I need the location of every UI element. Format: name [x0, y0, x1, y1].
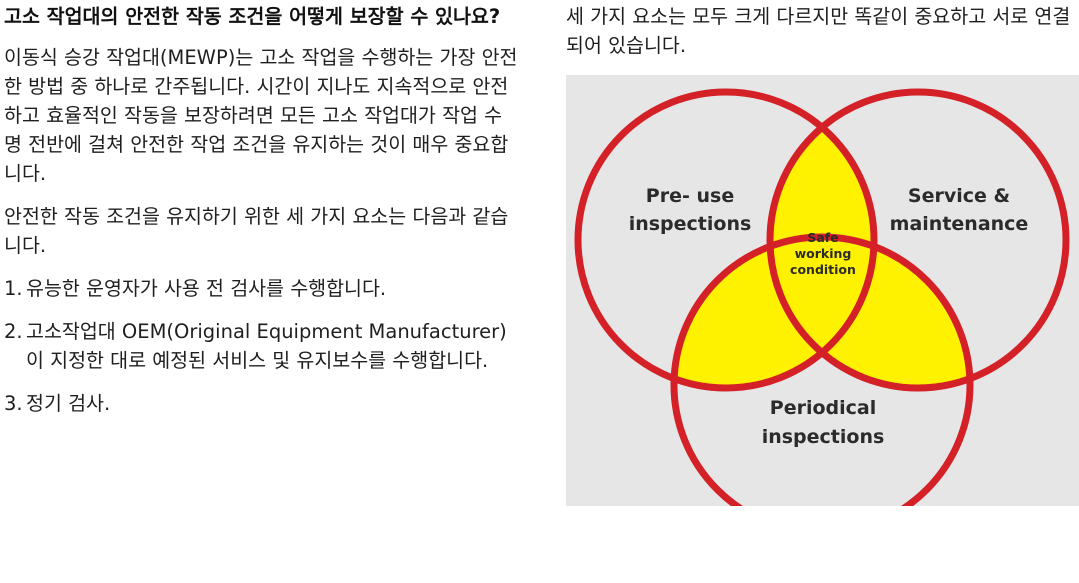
label-periodical-line1: Periodical — [770, 397, 876, 419]
list-item-number: 2. — [4, 320, 23, 343]
ring-periodical — [670, 233, 974, 506]
venn-diagram: Pre- use inspections Service & maintenan… — [566, 75, 1079, 506]
list-item-number: 3. — [4, 392, 23, 415]
label-periodical-line2: inspections — [762, 426, 885, 448]
label-center-line1: Safe — [807, 230, 838, 245]
ring-pre-use — [574, 88, 878, 392]
section-heading: 고소 작업대의 안전한 작동 조건을 어떻게 보장할 수 있나요? — [4, 5, 501, 28]
list-item-text: 정기 검사. — [26, 392, 111, 415]
label-service-line1: Service & — [908, 185, 1010, 207]
ring-service — [766, 88, 1070, 392]
list-item-text: 고소작업대 OEM(Original Equipment Manufacture… — [26, 320, 507, 372]
list-item: 3. 정기 검사. — [4, 389, 519, 418]
list-item: 1. 유능한 운영자가 사용 전 검사를 수행합니다. — [4, 274, 519, 303]
elements-paragraph: 안전한 작동 조건을 유지하기 위한 세 가지 요소는 다음과 같습니다. — [4, 205, 509, 257]
elements-list: 1. 유능한 운영자가 사용 전 검사를 수행합니다. 2. 고소작업대 OEM… — [4, 274, 519, 418]
label-center-line2: working — [795, 246, 852, 261]
right-intro-paragraph: 세 가지 요소는 모두 크게 다르지만 똑같이 중요하고 서로 연결되어 있습니… — [566, 5, 1071, 57]
venn-svg: Pre- use inspections Service & maintenan… — [566, 75, 1079, 506]
intro-paragraph: 이동식 승강 작업대(MEWP)는 고소 작업을 수행하는 가장 안전한 방법 … — [4, 46, 518, 185]
list-item-number: 1. — [4, 277, 23, 300]
label-center-line3: condition — [790, 262, 856, 277]
right-column: 세 가지 요소는 모두 크게 다르지만 똑같이 중요하고 서로 연결되어 있습니… — [566, 2, 1076, 74]
label-pre-use-line2: inspections — [629, 213, 752, 235]
list-item: 2. 고소작업대 OEM(Original Equipment Manufact… — [4, 317, 519, 375]
label-pre-use-line1: Pre- use — [646, 185, 734, 207]
list-item-text: 유능한 운영자가 사용 전 검사를 수행합니다. — [26, 277, 387, 300]
left-column: 고소 작업대의 안전한 작동 조건을 어떻게 보장할 수 있나요? 이동식 승강… — [4, 2, 519, 432]
label-service-line2: maintenance — [890, 213, 1029, 235]
